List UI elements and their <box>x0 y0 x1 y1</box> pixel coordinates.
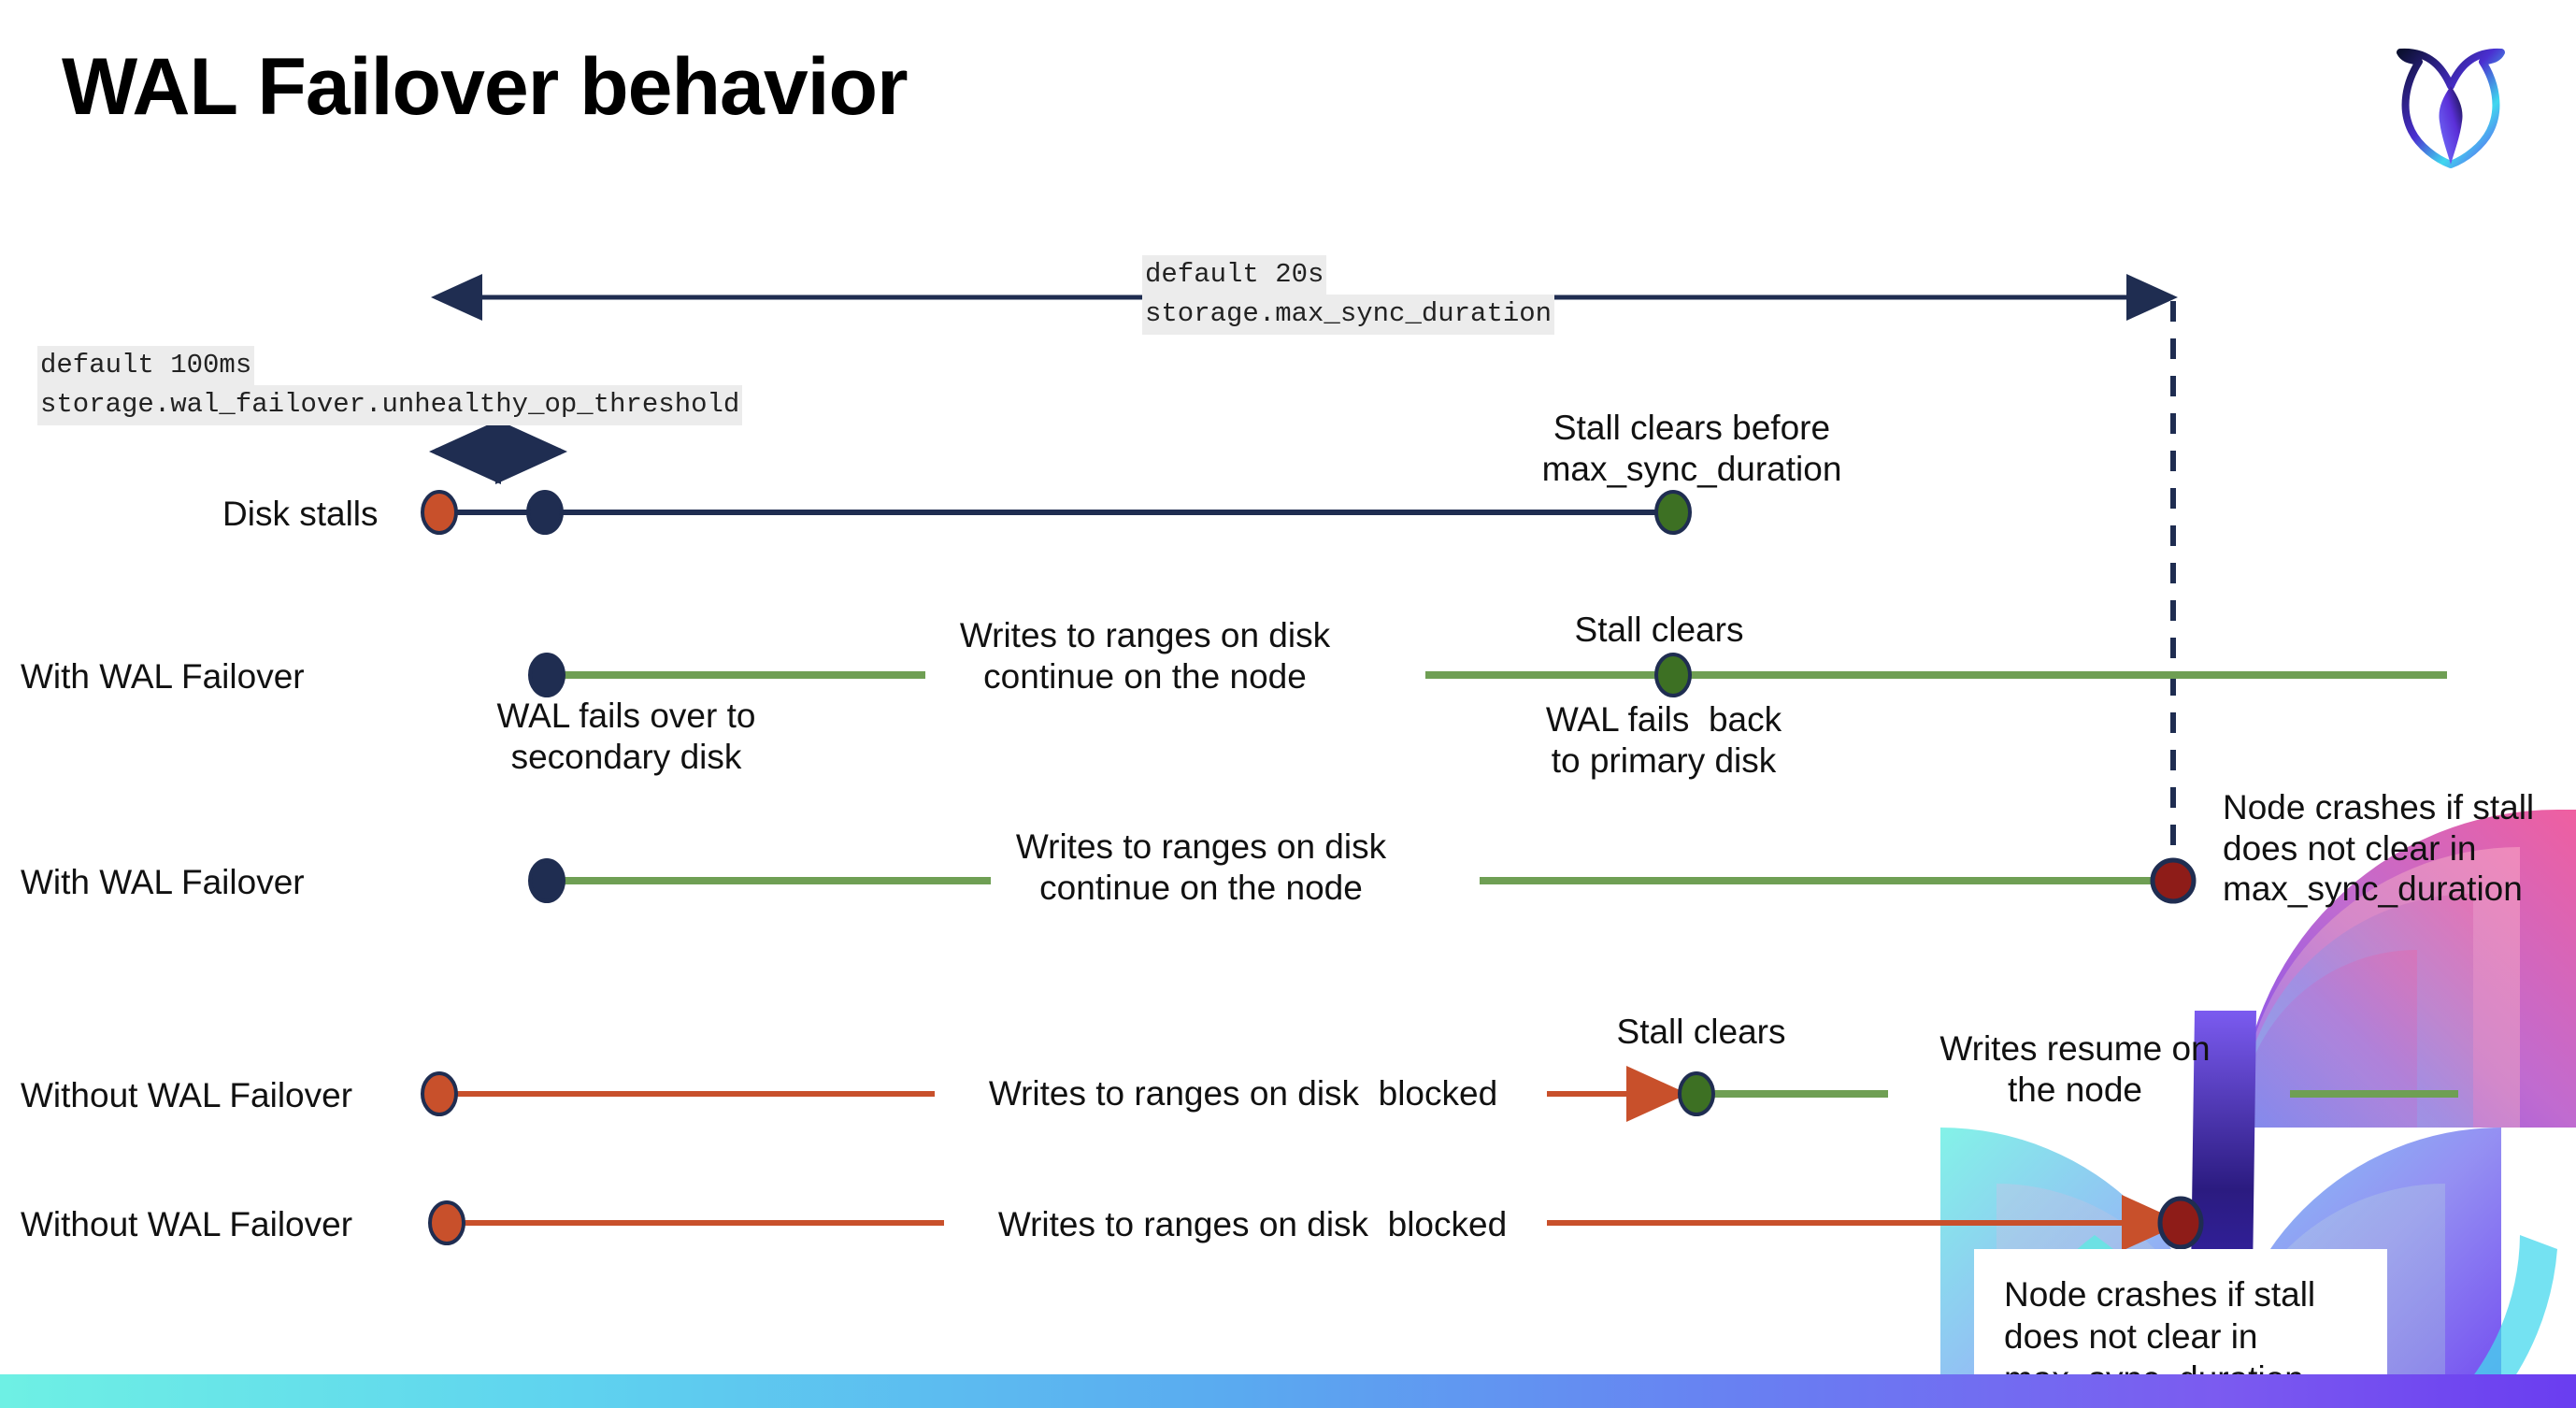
unhealthy-op-threshold-setting-block: default 100ms storage.wal_failover.unhea… <box>37 346 743 425</box>
annotation-writes-resume: Writes resume on the node <box>1939 1029 2211 1109</box>
row-label-with-wal-failover-1: With WAL Failover <box>21 657 305 696</box>
row-label-without-wal-failover-1: Without WAL Failover <box>21 1076 353 1114</box>
max-sync-duration-setting-block: default 20s storage.max_sync_duration <box>1142 255 1555 335</box>
stall-start-marker <box>421 490 458 535</box>
stall-start-marker <box>421 1071 458 1116</box>
cockroachdb-logo-icon <box>2397 48 2505 168</box>
failover-marker <box>528 858 565 903</box>
bottom-gradient-band <box>0 1374 2576 1408</box>
stall-clear-marker <box>1678 1071 1715 1116</box>
unhealthy-threshold-name: storage.wal_failover.unhealthy_op_thresh… <box>37 385 743 425</box>
annotation-stall-clears-1: Stall clears <box>1574 611 1744 649</box>
max-sync-duration-default: default 20s <box>1142 255 1327 295</box>
annotation-wal-fails-over: WAL fails over to secondary disk <box>496 697 756 776</box>
annotation-writes-blocked-1: Writes to ranges on disk blocked <box>988 1074 1498 1113</box>
annotation-writes-continue-1: Writes to ranges on disk continue on the… <box>959 616 1331 696</box>
timeline-with-wal-failover-clears <box>528 653 2447 697</box>
annotation-stall-clears-before-max: Stall clears before max_sync_duration <box>1541 409 1842 488</box>
timeline-with-wal-failover-crash <box>528 857 2197 904</box>
node-crash-marker <box>2157 1196 2204 1250</box>
unhealthy-threshold-default: default 100ms <box>37 346 255 386</box>
stall-clear-marker <box>1654 653 1692 697</box>
annotation-writes-blocked-2: Writes to ranges on disk blocked <box>997 1205 1508 1243</box>
annotation-writes-continue-2: Writes to ranges on disk continue on the… <box>1015 827 1387 907</box>
max-sync-duration-name: storage.max_sync_duration <box>1142 295 1555 335</box>
row-label-without-wal-failover-2: Without WAL Failover <box>21 1205 353 1243</box>
failover-marker <box>528 653 565 697</box>
row-label-disk-stalls: Disk stalls <box>222 495 379 533</box>
stall-start-marker <box>428 1200 465 1245</box>
node-crash-marker <box>2150 857 2197 904</box>
annotation-node-crashes-1: Node crashes if stall does not clear in … <box>2223 788 2535 909</box>
annotation-wal-fails-back: WAL fails back to primary disk <box>1545 700 1782 780</box>
row-label-with-wal-failover-2: With WAL Failover <box>21 863 305 901</box>
failover-trigger-marker <box>526 490 564 535</box>
annotation-stall-clears-2: Stall clears <box>1616 1013 1786 1051</box>
stall-clear-marker <box>1654 490 1692 535</box>
page-title: WAL Failover behavior <box>62 42 909 132</box>
timeline-disk-stalls <box>421 490 1692 535</box>
